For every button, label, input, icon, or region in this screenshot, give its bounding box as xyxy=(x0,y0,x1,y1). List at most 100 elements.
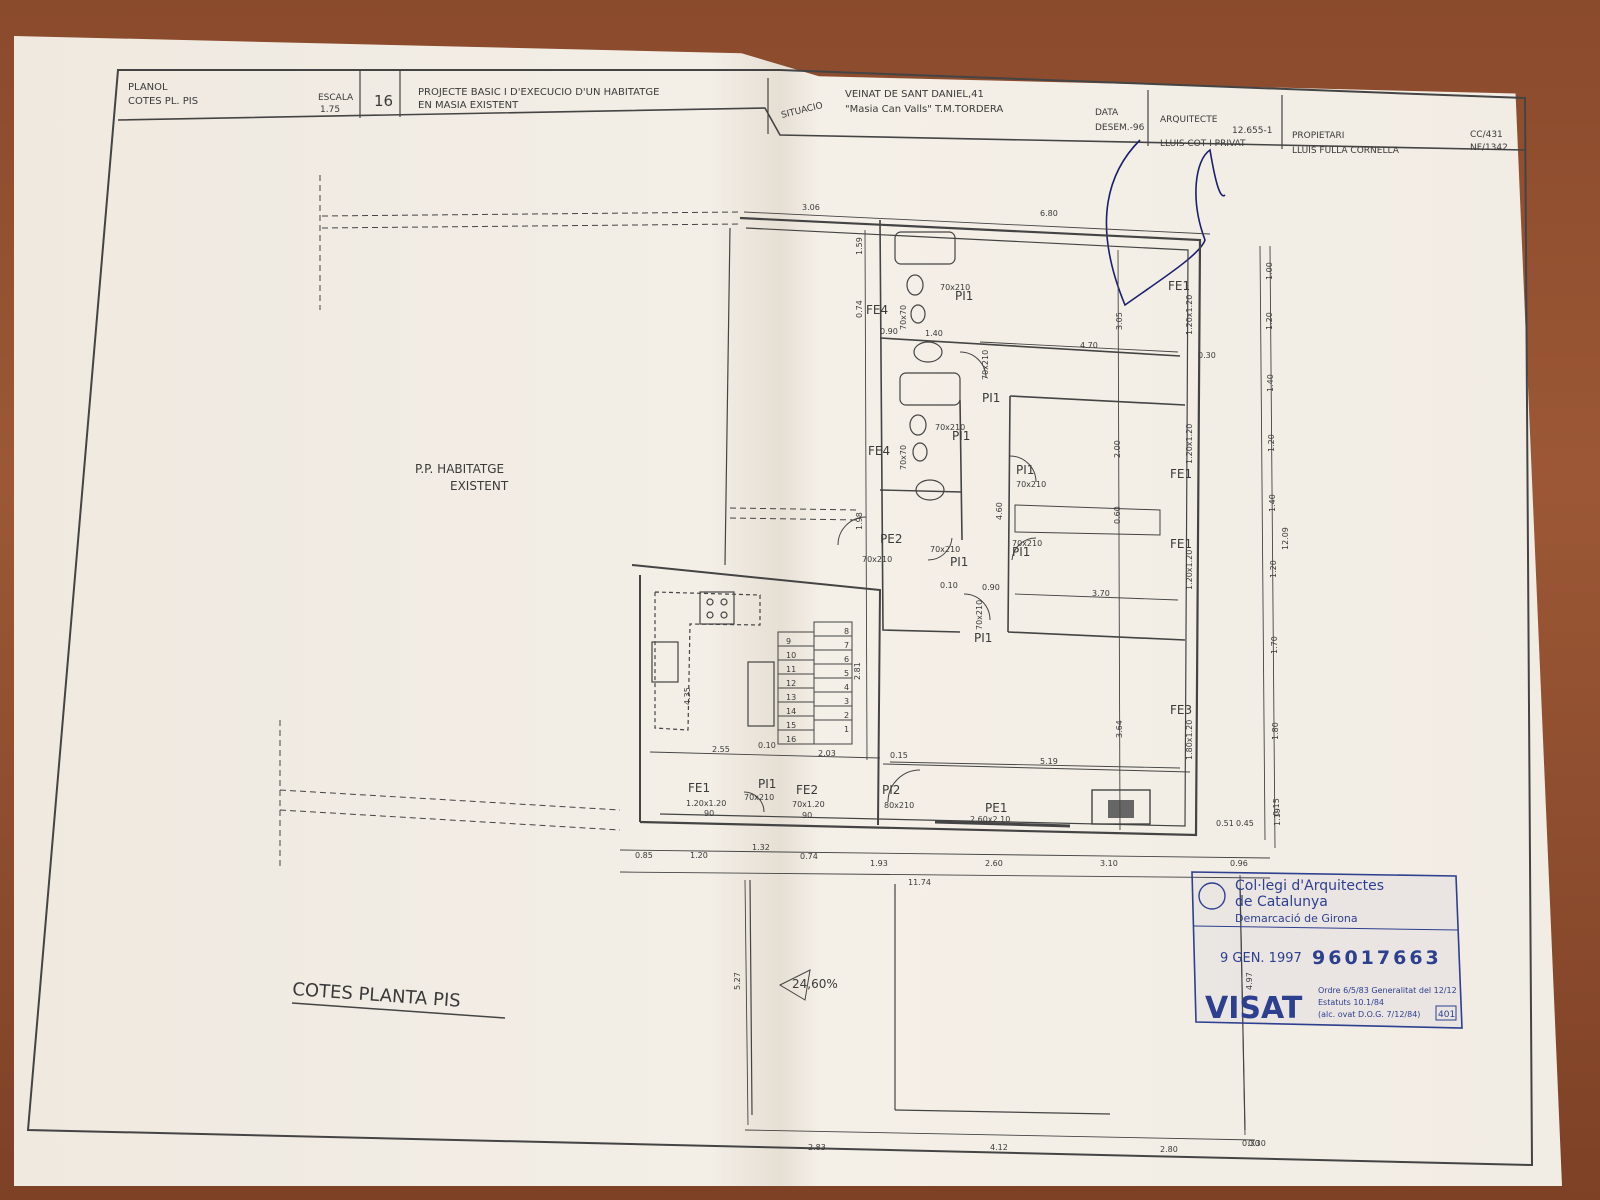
stair-number: 13 xyxy=(786,693,796,702)
stamp-note-1: Ordre 6/5/83 Generalitat del 12/12 xyxy=(1318,986,1457,995)
reference-2: NF/1342 xyxy=(1470,143,1508,153)
dimension-value: 0.10 xyxy=(940,581,958,590)
existing-dwelling-label-2: EXISTENT xyxy=(450,479,509,493)
door-swing xyxy=(963,593,991,621)
dimension-value: 1.40 xyxy=(1268,494,1277,512)
dimension-value: 1.20 xyxy=(1265,312,1274,330)
dimension-value: 0.30 xyxy=(1198,351,1216,360)
opening-labels: FE1 1.20x1.20 FE1 1.20x1.20 FE1 1.20x1.2… xyxy=(686,279,1194,824)
stair-number: 2 xyxy=(844,711,849,720)
stair-number: 8 xyxy=(844,627,849,636)
opening-code: FE3 xyxy=(1170,703,1192,717)
dimension-value: 0.30 xyxy=(1248,1139,1266,1148)
dimension-value: 2.55 xyxy=(712,745,730,754)
dimension-value: 2.83 xyxy=(808,1143,826,1152)
bidet-icon xyxy=(910,304,926,324)
stamp-note-2: Estatuts 10.1/84 xyxy=(1318,998,1384,1007)
dimension-value: 6.80 xyxy=(1040,209,1058,218)
visat-stamp: Col·legi d'Arquitectes de Catalunya Dema… xyxy=(1191,871,1463,1029)
door-swing xyxy=(887,769,921,803)
door-swing xyxy=(743,791,765,813)
washbasin-icon xyxy=(915,479,945,501)
dimension-value: 0.30 xyxy=(1242,1139,1260,1148)
dimension-value: 3.70 xyxy=(1092,589,1110,598)
main-entrance-door xyxy=(934,820,1071,828)
data-label: DATA xyxy=(1095,108,1119,118)
slope-arrow-icon xyxy=(778,969,811,1001)
propietari-label: PROPIETARI xyxy=(1292,131,1344,141)
opening-size: 70x210 xyxy=(930,545,960,554)
dimension-value: 2.81 xyxy=(853,662,862,680)
opening-size: 1.20x1.20 xyxy=(1185,550,1194,590)
opening-size: 70x210 xyxy=(862,555,892,564)
dimension-value: 0.90 xyxy=(982,583,1000,592)
opening-code: PE2 xyxy=(880,532,902,546)
stair-number: 9 xyxy=(786,637,791,646)
dimension-value: 3.06 xyxy=(802,203,820,212)
plan-title: COTES PLANTA PIS xyxy=(292,979,462,1012)
dimension-value: 0.45 xyxy=(1236,819,1254,828)
opening-code: PI1 xyxy=(1012,545,1030,559)
dimension-values: 3.06 6.80 0.85 1.20 1.32 0.74 1.93 2.60 … xyxy=(635,203,1290,1154)
opening-size: 70x210 xyxy=(935,423,965,432)
stamp-date: 9 GEN. 1997 xyxy=(1220,951,1302,966)
fireplace-hearth xyxy=(1108,800,1134,818)
project-line-1: PROJECTE BASIC I D'EXECUCIO D'UN HABITAT… xyxy=(418,87,659,98)
stair-step-numbers: 9 10 11 12 13 14 15 16 8 7 6 5 4 3 2 1 xyxy=(786,627,849,744)
dimension-value: 0.51 xyxy=(1216,819,1234,828)
toilet-icon xyxy=(906,274,924,296)
dimension-value: 1.59 xyxy=(855,237,864,255)
planol-value: COTES PL. PIS xyxy=(128,96,198,107)
opening-code: PI1 xyxy=(955,289,973,303)
kitchen xyxy=(651,591,775,731)
dimension-value: 3.64 xyxy=(1115,720,1124,738)
stamp-note-3: (alc. ovat D.O.G. 7/12/84) xyxy=(1318,1010,1420,1019)
opening-size: 1.80x1.20 xyxy=(1185,720,1194,760)
bathroom-fixtures xyxy=(894,231,961,501)
dimension-lines xyxy=(619,211,1276,1141)
opening-code: PI1 xyxy=(950,555,968,569)
dimension-value: 2.80 xyxy=(1160,1145,1178,1154)
dimension-value: 1.20 xyxy=(1267,434,1276,452)
stamp-code: 401 xyxy=(1438,1010,1455,1020)
dimension-value: 1.80 xyxy=(1271,722,1280,740)
washbasin-icon xyxy=(913,341,943,363)
opening-size: 70x210 xyxy=(1012,539,1042,548)
dimension-value: 4.35 xyxy=(683,687,692,705)
opening-size: 70x210 xyxy=(744,793,774,802)
arquitecte-label: ARQUITECTE xyxy=(1160,115,1218,125)
opening-code: FE2 xyxy=(796,783,818,797)
sill-height: 90 xyxy=(802,811,812,820)
bidet-icon xyxy=(912,442,928,462)
cooktop-icon xyxy=(699,591,735,625)
reference-1: CC/431 xyxy=(1470,130,1503,140)
escala-label: ESCALA xyxy=(318,93,354,103)
stair-number: 6 xyxy=(844,655,849,664)
propietari-name: LLUIS FULLA CORNELLA xyxy=(1292,146,1400,156)
opening-size: 70x210 xyxy=(940,283,970,292)
dimension-value: 2.03 xyxy=(818,749,836,758)
dining-table-icon xyxy=(747,661,775,727)
data-value: DESEM.-96 xyxy=(1095,123,1145,133)
stamp-number: 96017663 xyxy=(1312,947,1442,969)
dimension-value: 1.40 xyxy=(925,329,943,338)
sheet-border xyxy=(26,69,1534,1167)
opening-code: FE1 xyxy=(688,781,710,795)
toilet-icon xyxy=(909,414,927,436)
dimension-value: 1.40 xyxy=(1266,374,1275,392)
dimension-value: 1.70 xyxy=(1270,636,1279,654)
door-swing xyxy=(959,351,987,379)
opening-size: 1.20x1.20 xyxy=(686,799,726,808)
dimension-value: 3.10 xyxy=(1100,859,1118,868)
dimension-value: 1.00 xyxy=(1265,262,1274,280)
existing-dwelling-label-1: P.P. HABITATGE xyxy=(415,462,504,476)
fireplace-icon xyxy=(1091,789,1151,825)
dimension-value: 1.19 xyxy=(1273,808,1282,826)
sink-icon xyxy=(651,641,679,683)
dimension-total: 12.09 xyxy=(1281,527,1290,550)
staircase xyxy=(777,621,853,745)
opening-size: 80x210 xyxy=(884,801,914,810)
dimension-value: 0.60 xyxy=(1113,506,1122,524)
opening-code: FE4 xyxy=(866,303,888,317)
